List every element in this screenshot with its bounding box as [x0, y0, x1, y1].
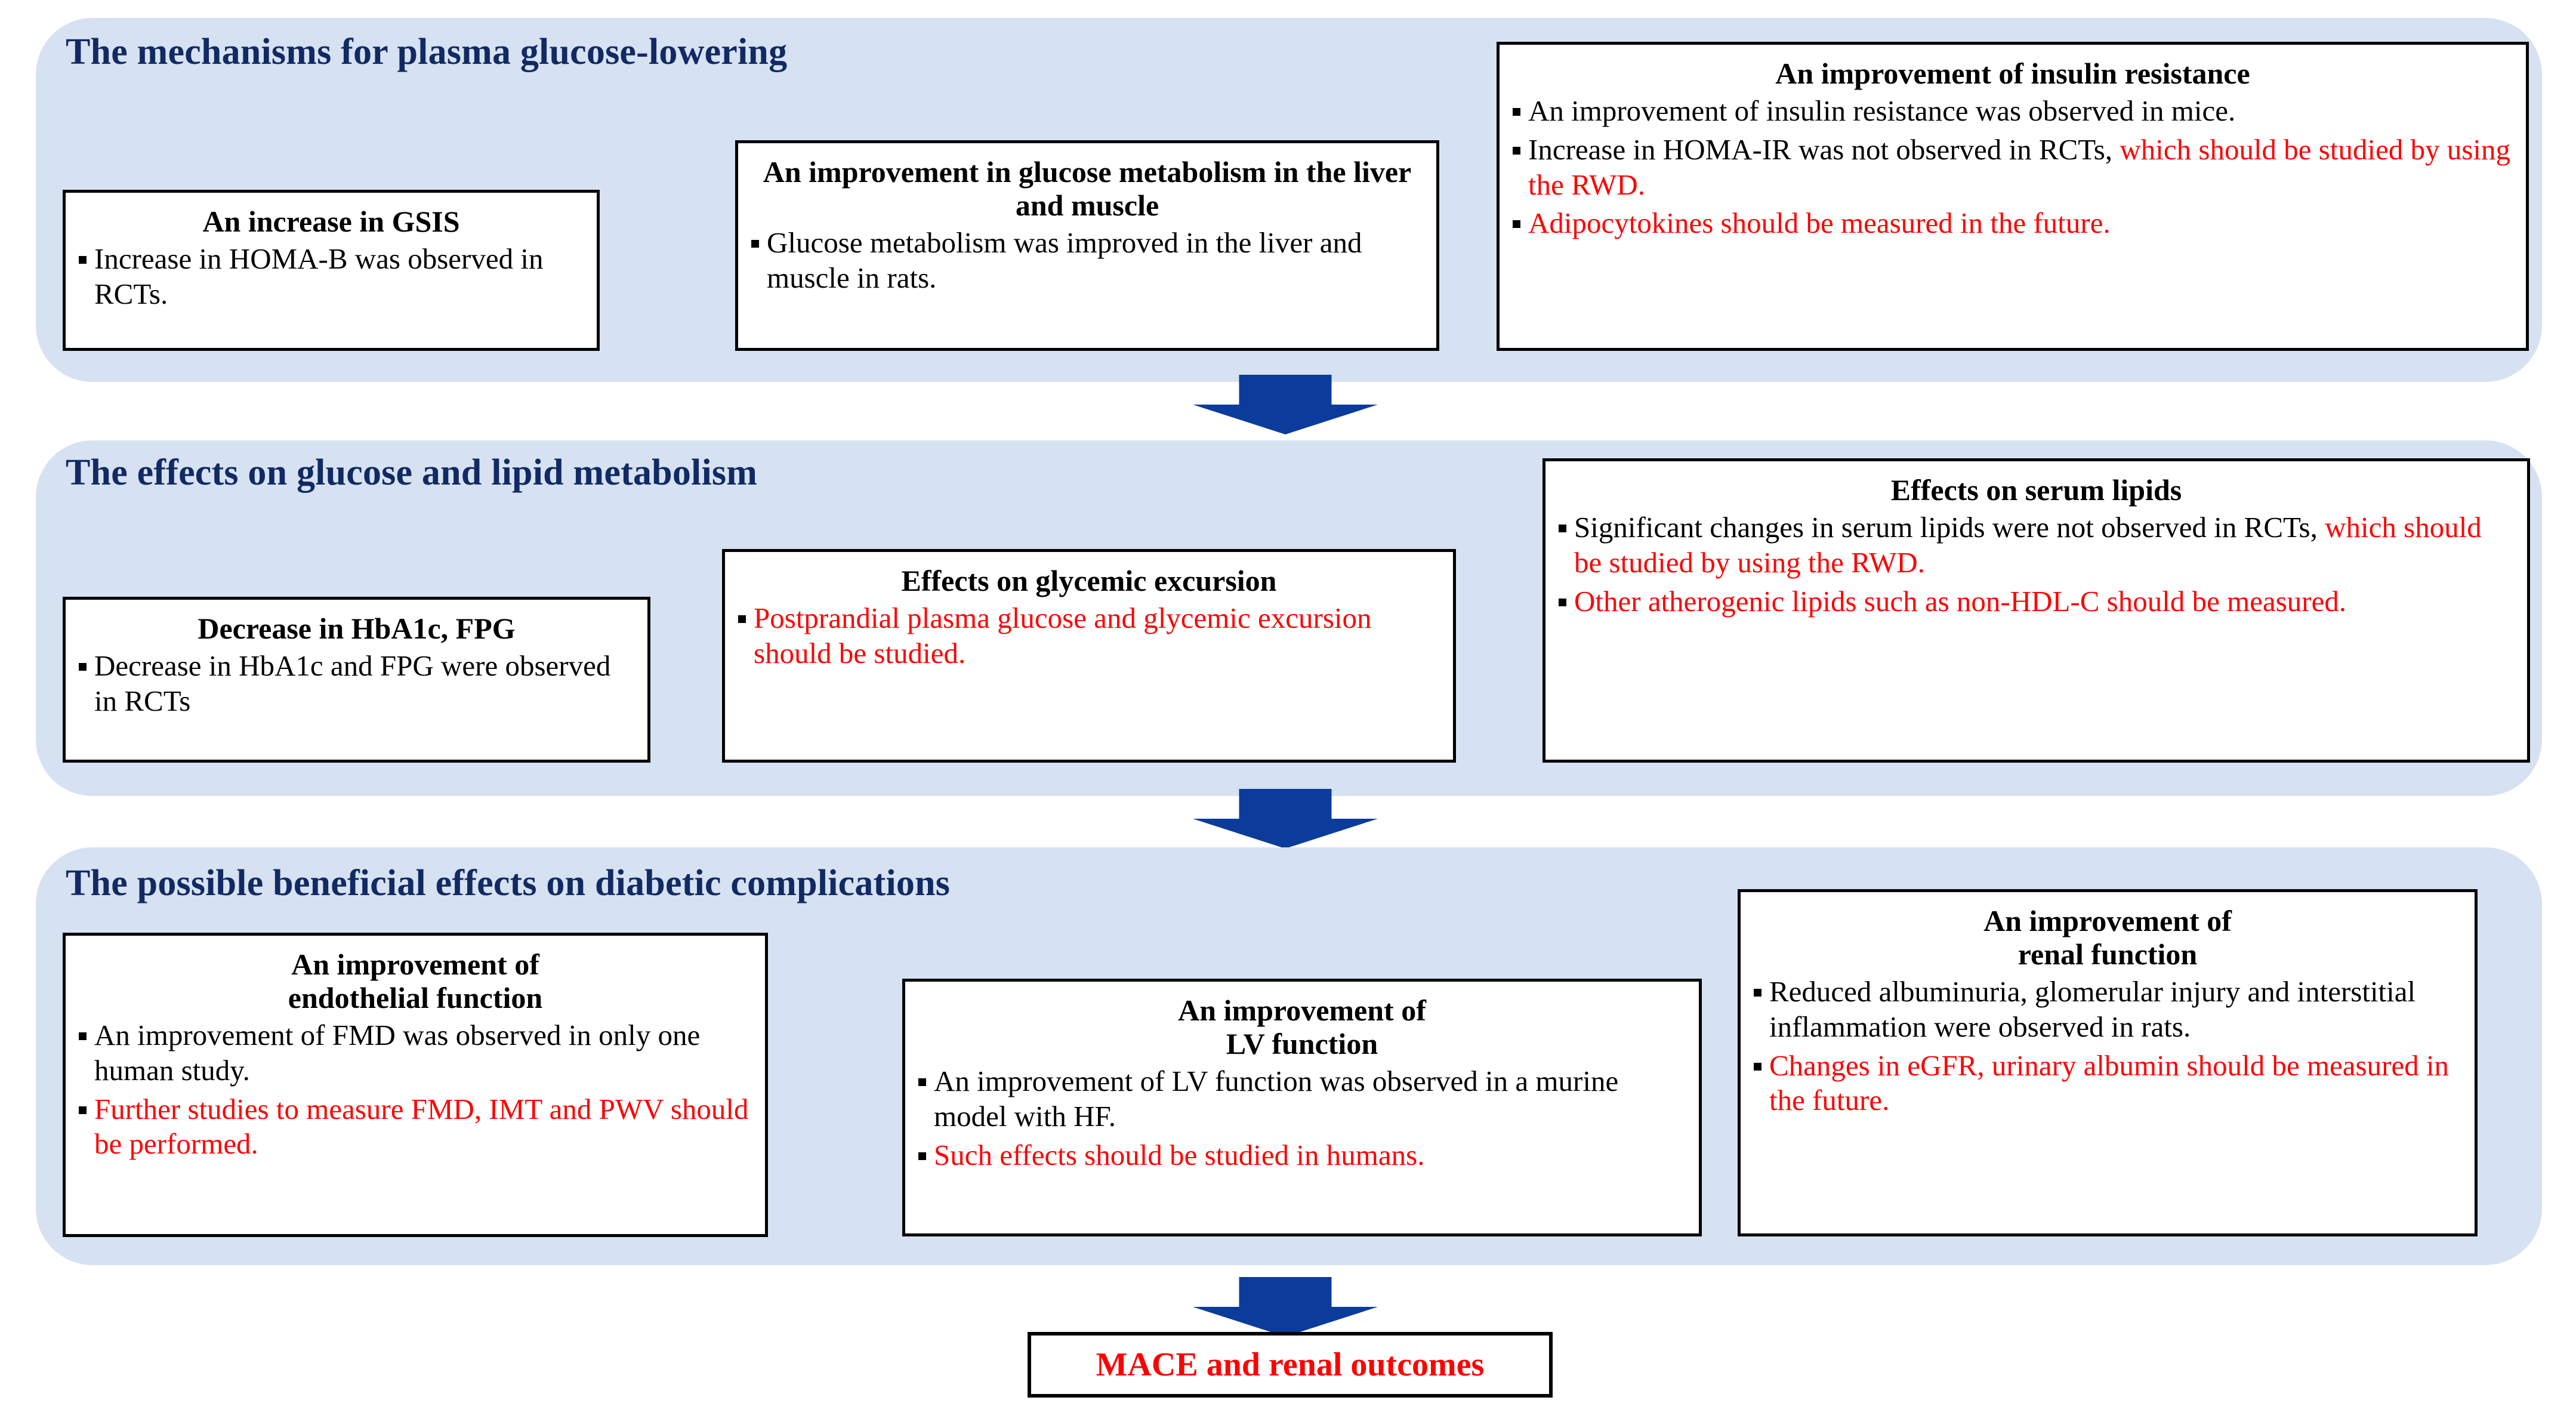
bullet-text-highlight: Adipocytokines should be measured in the…	[1528, 206, 2111, 240]
bullet-text-highlight: Further studies to measure FMD, IMT and …	[94, 1092, 749, 1161]
bullet-item: Postprandial plasma glucose and glycemic…	[736, 601, 1442, 671]
section-title-diabetic-complications: The possible beneficial effects on diabe…	[66, 863, 951, 903]
bullet-item: Reduced albuminuria, glomerular injury a…	[1751, 974, 2464, 1045]
card-title: Effects on serum lipids	[1890, 473, 2182, 507]
card-title: An improvement of LV function	[1178, 994, 1426, 1060]
bullet-text: Increase in HOMA-IR was not observed in …	[1528, 132, 2113, 166]
card-bullets: Significant changes in serum lipids were…	[1556, 509, 2516, 619]
bullet-text-highlight: Changes in eGFR, urinary albumin should …	[1769, 1048, 2449, 1117]
bullet-item: An improvement of FMD was observed in on…	[76, 1018, 754, 1088]
outcome-label: MACE and renal outcomes	[1096, 1346, 1485, 1383]
card-bullets: Decrease in HbA1c and FPG were observed …	[76, 647, 637, 719]
arrow-head	[1193, 1307, 1378, 1337]
bullet-text-highlight: Such effects should be studied in humans…	[934, 1138, 1425, 1171]
card-title: An improvement in glucose metabolism in …	[763, 155, 1412, 222]
card-title: An improvement of insulin resistance	[1775, 57, 2250, 90]
arrow-head	[1193, 405, 1378, 434]
card-bullets: An improvement of insulin resistance was…	[1510, 92, 2515, 241]
card-improvement-endothelial-function: An improvement of endothelial function A…	[63, 933, 768, 1237]
card-improvement-insulin-resistance: An improvement of insulin resistance An …	[1497, 42, 2529, 351]
card-improvement-glucose-metabolism: An improvement in glucose metabolism in …	[735, 140, 1439, 351]
bullet-item: Increase in HOMA-B was observed in RCTs.	[76, 242, 586, 312]
bullet-item: Changes in eGFR, urinary albumin should …	[1751, 1048, 2464, 1119]
arrow-shaft	[1239, 375, 1332, 405]
card-decrease-hba1c-fpg: Decrease in HbA1c, FPG Decrease in HbA1c…	[63, 597, 650, 763]
bullet-item: Glucose metabolism was improved in the l…	[749, 226, 1426, 296]
bullet-text: An improvement of FMD was observed in on…	[94, 1019, 701, 1087]
card-increase-in-gsis: An increase in GSIS Increase in HOMA-B w…	[63, 190, 600, 351]
arrow-shaft	[1239, 1277, 1332, 1307]
card-improvement-renal-function: An improvement of renal function Reduced…	[1738, 889, 2478, 1236]
card-title: Decrease in HbA1c, FPG	[198, 612, 516, 645]
card-bullets: Reduced albuminuria, glomerular injury a…	[1751, 973, 2464, 1118]
bullet-text: An improvement of insulin resistance was…	[1528, 94, 2236, 127]
bullet-text-highlight: Postprandial plasma glucose and glycemic…	[754, 602, 1372, 670]
bullet-text: Decrease in HbA1c and FPG were observed …	[94, 649, 611, 717]
bullet-item: Further studies to measure FMD, IMT and …	[76, 1092, 754, 1162]
card-bullets: Postprandial plasma glucose and glycemic…	[736, 600, 1442, 671]
bullet-text: Reduced albuminuria, glomerular injury a…	[1769, 975, 2416, 1043]
card-title: An improvement of endothelial function	[288, 948, 543, 1014]
card-effects-glycemic-excursion: Effects on glycemic excursion Postprandi…	[722, 549, 1456, 763]
card-effects-serum-lipids: Effects on serum lipids Significant chan…	[1542, 458, 2530, 763]
bullet-item: An improvement of insulin resistance was…	[1510, 94, 2515, 129]
section-title-glucose-lipid-effects: The effects on glucose and lipid metabol…	[66, 452, 758, 493]
bullet-text-highlight: Other atherogenic lipids such as non-HDL…	[1574, 584, 2347, 618]
arrow-section3-to-outcome	[1193, 1277, 1378, 1337]
bullet-item: Other atherogenic lipids such as non-HDL…	[1556, 584, 2516, 619]
bullet-text: Increase in HOMA-B was observed in RCTs.	[94, 242, 544, 310]
bullet-text: Significant changes in serum lipids were…	[1574, 511, 2318, 544]
card-title: An improvement of renal function	[1983, 904, 2232, 971]
bullet-item: An improvement of LV function was observ…	[916, 1064, 1688, 1134]
arrow-section2-to-section3	[1193, 789, 1378, 849]
bullet-item: Increase in HOMA-IR was not observed in …	[1510, 132, 2515, 203]
card-improvement-lv-function: An improvement of LV function An improve…	[902, 979, 1702, 1236]
card-bullets: An improvement of LV function was observ…	[916, 1063, 1688, 1173]
outcome-box-mace-renal: MACE and renal outcomes	[1028, 1332, 1553, 1398]
bullet-item: Significant changes in serum lipids were…	[1556, 510, 2516, 581]
arrow-shaft	[1239, 789, 1332, 819]
card-title: Effects on glycemic excursion	[901, 564, 1277, 597]
bullet-text-highlight: which should be studied by using the RWD…	[1574, 511, 2482, 579]
card-bullets: Increase in HOMA-B was observed in RCTs.	[76, 240, 586, 312]
bullet-item: Decrease in HbA1c and FPG were observed …	[76, 649, 637, 719]
card-bullets: An improvement of FMD was observed in on…	[76, 1017, 754, 1162]
arrow-head	[1193, 819, 1378, 849]
card-bullets: Glucose metabolism was improved in the l…	[749, 224, 1426, 296]
section-title-mechanisms: The mechanisms for plasma glucose-loweri…	[66, 32, 788, 72]
arrow-section1-to-section2	[1193, 375, 1378, 434]
bullet-text-highlight: which should be studied by using the RWD…	[1528, 132, 2511, 201]
bullet-item: Adipocytokines should be measured in the…	[1510, 206, 2515, 241]
bullet-text: An improvement of LV function was observ…	[934, 1065, 1619, 1133]
bullet-text: Glucose metabolism was improved in the l…	[767, 226, 1362, 294]
bullet-item: Such effects should be studied in humans…	[916, 1138, 1688, 1173]
card-title: An increase in GSIS	[202, 205, 460, 238]
